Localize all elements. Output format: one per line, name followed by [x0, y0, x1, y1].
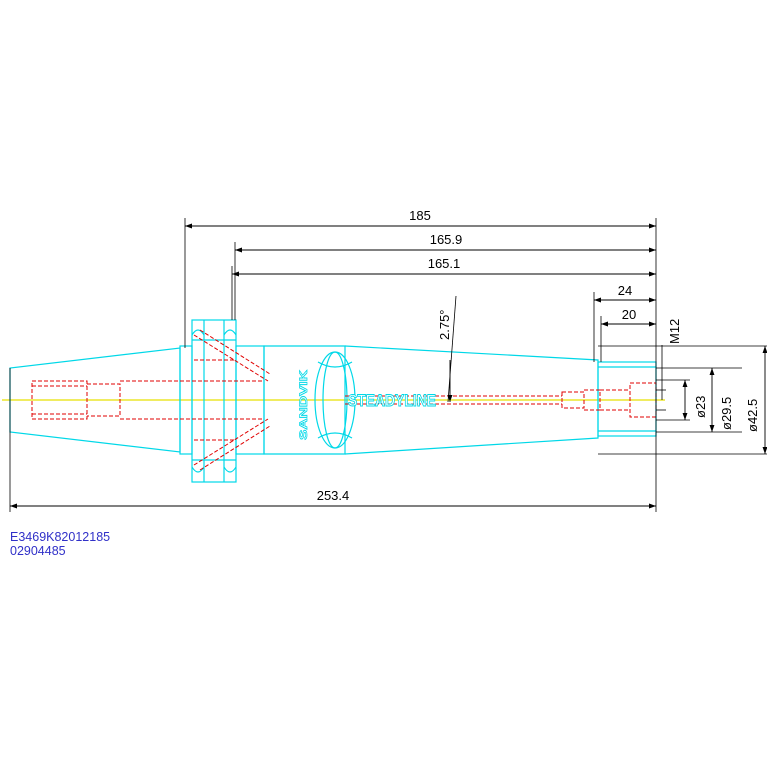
- dim-165-1: 165.1: [428, 256, 461, 271]
- dim-185: 185: [409, 208, 431, 223]
- dim-20: 20: [622, 307, 636, 322]
- dim-dia42-5: ø42.5: [745, 399, 760, 432]
- dim-dia23: ø23: [693, 396, 708, 418]
- dim-dia29-5: ø29.5: [719, 397, 734, 430]
- extension-lines: [9, 218, 767, 512]
- sandvik-label: SANDVIK: [298, 370, 310, 440]
- brand-label: STEADYLINE: [348, 392, 436, 410]
- holder-outline: [9, 319, 657, 483]
- hidden-lines: [31, 329, 657, 471]
- part-code: E3469K82012185: [10, 530, 111, 544]
- dim-angle: 2.75°: [437, 309, 452, 340]
- part-number: 02904485: [10, 544, 66, 558]
- dim-165-9: 165.9: [430, 232, 463, 247]
- dim-thread: M12: [667, 319, 682, 344]
- dimension-lines: [9, 223, 767, 509]
- dim-253-4: 253.4: [317, 488, 350, 503]
- dim-24: 24: [618, 283, 632, 298]
